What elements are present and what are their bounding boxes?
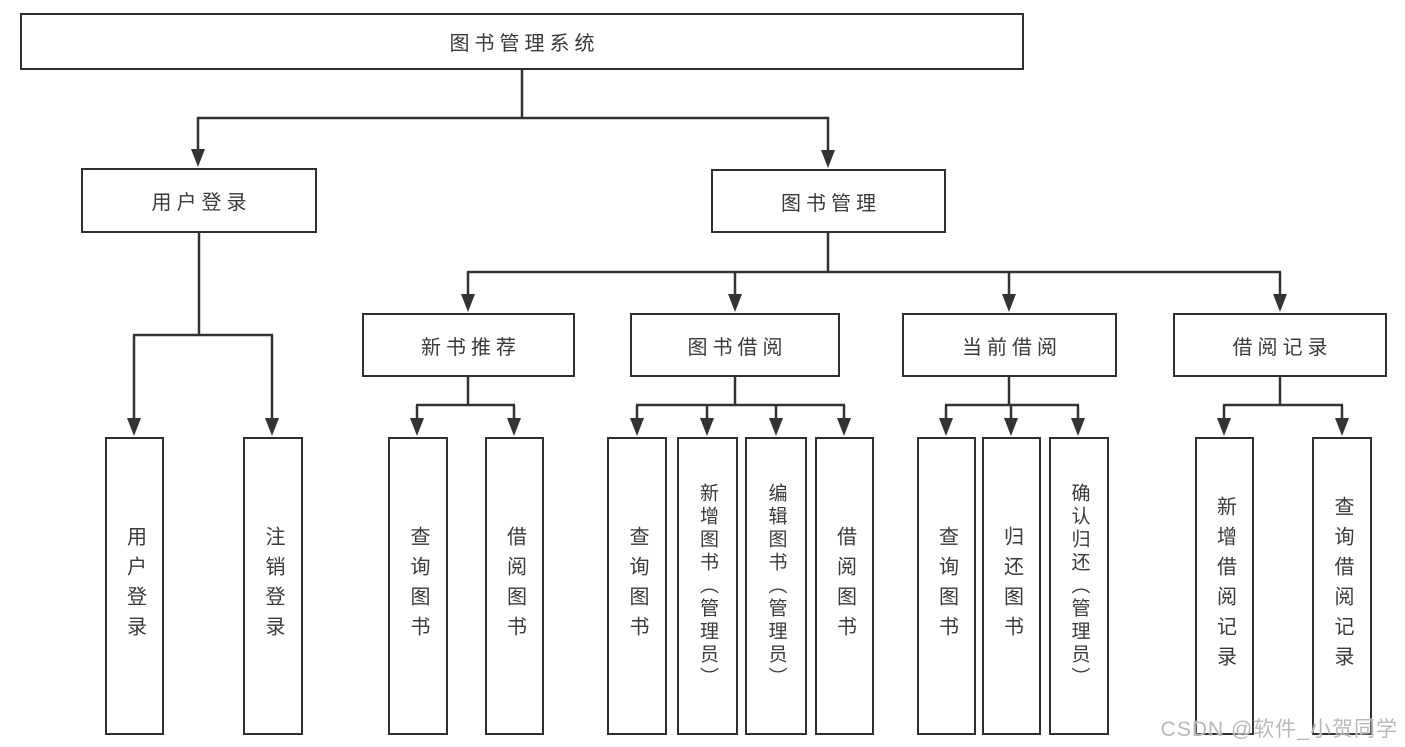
node-current-borrowing: 当前借阅	[902, 313, 1117, 377]
connector-new-book	[415, 377, 516, 420]
node-book-borrowing: 图书借阅	[630, 313, 840, 377]
leaf-query-books-current: 查询图书	[917, 437, 976, 735]
connector-book-management	[466, 233, 1282, 296]
leaf-user-login: 用户登录	[105, 437, 164, 735]
node-user-login: 用户登录	[81, 168, 317, 233]
leaf-logout-login: 注销登录	[243, 437, 303, 735]
connector-book-borrowing	[635, 377, 846, 420]
leaf-borrow-books-borrowing: 借阅图书	[815, 437, 874, 735]
leaf-query-books-recommend: 查询图书	[388, 437, 448, 735]
leaf-add-borrow-record: 新增借阅记录	[1195, 437, 1254, 735]
leaf-borrow-books-recommend: 借阅图书	[485, 437, 544, 735]
leaf-add-books-admin: 新增图书（管理员）	[677, 437, 738, 735]
connector-borrow-records	[1222, 377, 1344, 420]
node-root: 图书管理系统	[20, 13, 1024, 70]
leaf-query-borrow-record: 查询借阅记录	[1312, 437, 1372, 735]
connector-root	[196, 69, 830, 152]
connector-current-borrowing	[944, 377, 1080, 420]
connector-user-login	[132, 233, 274, 420]
leaf-confirm-return-admin: 确认归还（管理员）	[1049, 437, 1109, 735]
leaf-return-books: 归还图书	[982, 437, 1041, 735]
csdn-watermark: CSDN @软件_小贺同学	[1160, 718, 1398, 741]
node-new-book-recommend: 新书推荐	[362, 313, 575, 377]
leaf-edit-books-admin: 编辑图书（管理员）	[745, 437, 807, 735]
node-book-management: 图书管理	[711, 169, 946, 233]
leaf-query-books-borrowing: 查询图书	[607, 437, 667, 735]
node-borrow-records: 借阅记录	[1173, 313, 1387, 377]
